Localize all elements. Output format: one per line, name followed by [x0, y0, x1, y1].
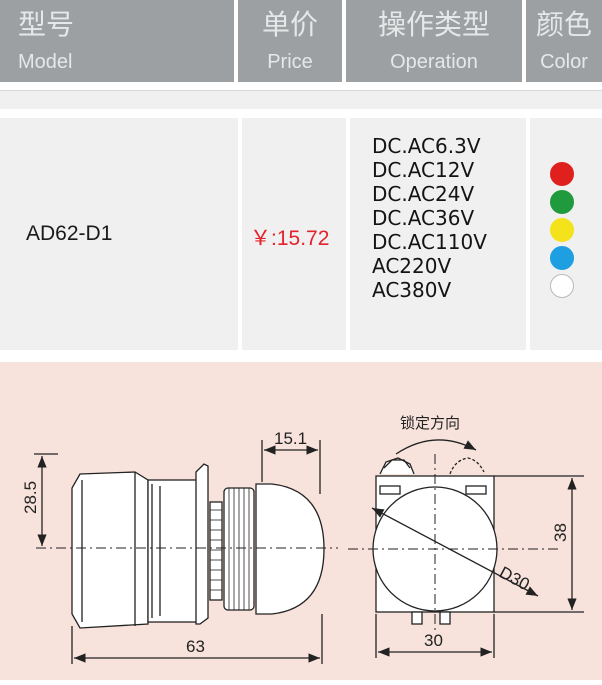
- table-header: 型号 Model 单价 Price 操作类型 Operation 颜色 Colo…: [0, 0, 602, 82]
- header-price-en: Price: [267, 51, 313, 73]
- header-color-cn: 颜色: [535, 8, 592, 41]
- color-dot-white: [550, 274, 574, 298]
- operation-list: DC.AC6.3V DC.AC12V DC.AC24V DC.AC36V DC.…: [372, 134, 487, 302]
- color-dot-green: [550, 190, 574, 214]
- dim-15-1-label: 15.1: [274, 429, 307, 448]
- color-dot-yellow: [550, 218, 574, 242]
- header-divider-band: [0, 90, 602, 109]
- header-operation-en: Operation: [390, 51, 478, 73]
- dim-63-label: 63: [186, 637, 205, 656]
- header-model-en: Model: [18, 51, 73, 73]
- color-dot-blue: [550, 246, 574, 270]
- dim-38-label: 38: [551, 523, 570, 542]
- dim-28-5-label: 28.5: [21, 481, 40, 514]
- header-operation-cn: 操作类型: [377, 8, 490, 41]
- lock-direction-label: 锁定方向: [400, 414, 460, 432]
- color-cell: [530, 118, 602, 350]
- product-row: AD62-D1 ￥:15.72 DC.AC6.3V DC.AC12V DC.AC…: [0, 118, 602, 350]
- header-color: 颜色 Color: [526, 0, 602, 82]
- operation-item: DC.AC6.3V: [372, 134, 481, 158]
- operation-item: DC.AC36V: [372, 206, 475, 230]
- operation-item: DC.AC110V: [372, 230, 487, 254]
- color-dot-red: [550, 162, 574, 186]
- dimension-drawing: 15.1 28.5 63 锁定方向 38 D30 30: [0, 362, 602, 680]
- header-color-en: Color: [540, 51, 588, 73]
- model-cell: AD62-D1: [0, 118, 238, 350]
- header-model-cn: 型号: [18, 8, 75, 41]
- price-cell: ￥:15.72: [242, 118, 346, 350]
- side-dome: [255, 483, 325, 615]
- dim-30-label: 30: [424, 631, 443, 650]
- operation-cell: DC.AC6.3V DC.AC12V DC.AC24V DC.AC36V DC.…: [350, 118, 526, 350]
- model-value: AD62-D1: [26, 222, 113, 245]
- operation-item: AC220V: [372, 254, 452, 278]
- operation-item: DC.AC24V: [372, 182, 475, 206]
- header-model: 型号 Model: [0, 0, 234, 82]
- dim-d30-label: D30: [496, 563, 532, 594]
- header-price: 单价 Price: [238, 0, 342, 82]
- operation-item: AC380V: [372, 278, 452, 302]
- header-price-cn: 单价: [261, 8, 318, 41]
- operation-item: DC.AC12V: [372, 158, 475, 182]
- header-operation: 操作类型 Operation: [346, 0, 522, 82]
- dimension-drawing-svg: 15.1 28.5 63 锁定方向 38 D30 30: [21, 414, 584, 664]
- price-value: ￥:15.72: [250, 227, 330, 250]
- side-body: [71, 471, 149, 629]
